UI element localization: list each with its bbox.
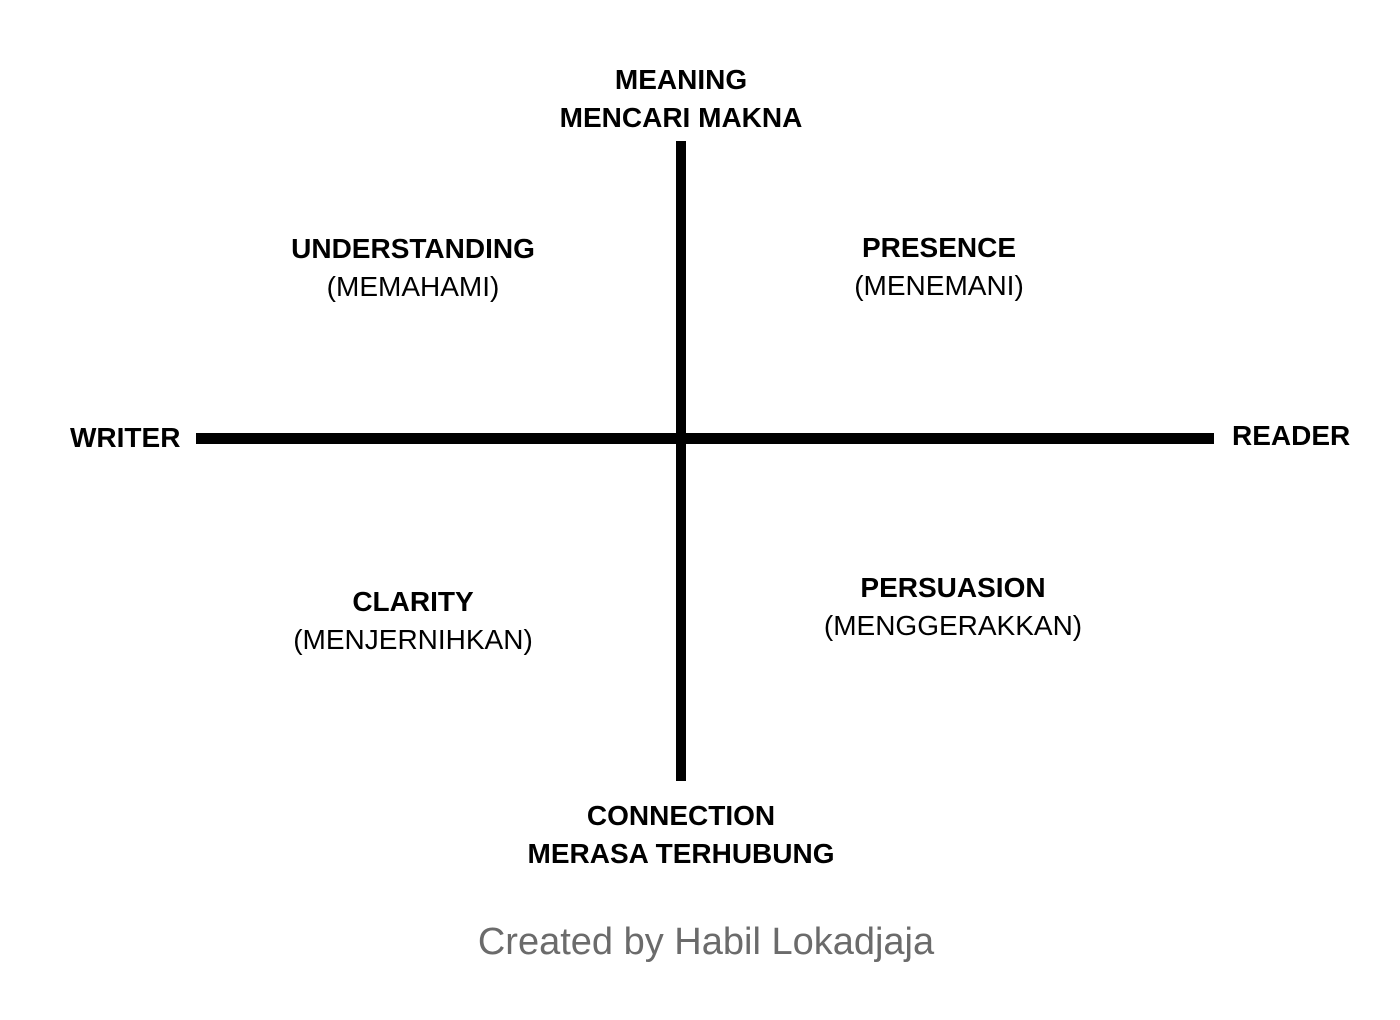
quadrant-bottom-right-title: PERSUASION [860,572,1046,603]
quadrant-bottom-left-subtitle: (MENJERNIHKAN) [293,624,533,655]
quadrant-bottom-right: PERSUASION (MENGGERAKKAN) [778,569,1128,645]
credit-text: Created by Habil Lokadjaja [477,921,935,963]
axis-label-bottom: CONNECTION MERASA TERHUBUNG [481,797,881,873]
axis-bottom-subtitle: MERASA TERHUBUNG [527,838,835,869]
quadrant-top-right-subtitle: (MENEMANI) [854,270,1024,301]
horizontal-axis-line [196,433,1214,444]
quadrant-top-left-subtitle: (MEMAHAMI) [326,271,500,302]
quadrant-top-left-title: UNDERSTANDING [291,233,535,264]
quadrant-top-right-title: PRESENCE [861,232,1017,263]
quadrant-bottom-right-subtitle: (MENGGERAKKAN) [823,610,1083,641]
axis-bottom-title: CONNECTION [586,800,776,831]
axis-top-subtitle: MENCARI MAKNA [559,102,803,133]
quadrant-top-left: UNDERSTANDING (MEMAHAMI) [263,230,563,306]
axis-top-title: MEANING [614,64,748,95]
axis-label-left: WRITER [70,422,181,453]
quadrant-top-right: PRESENCE (MENEMANI) [789,229,1089,305]
axis-label-right: READER [1232,420,1351,451]
quadrant-bottom-left: CLARITY (MENJERNIHKAN) [263,583,563,659]
axis-label-top: MEANING MENCARI MAKNA [481,61,881,137]
vertical-axis-line [676,141,686,781]
quadrant-bottom-left-title: CLARITY [352,586,474,617]
